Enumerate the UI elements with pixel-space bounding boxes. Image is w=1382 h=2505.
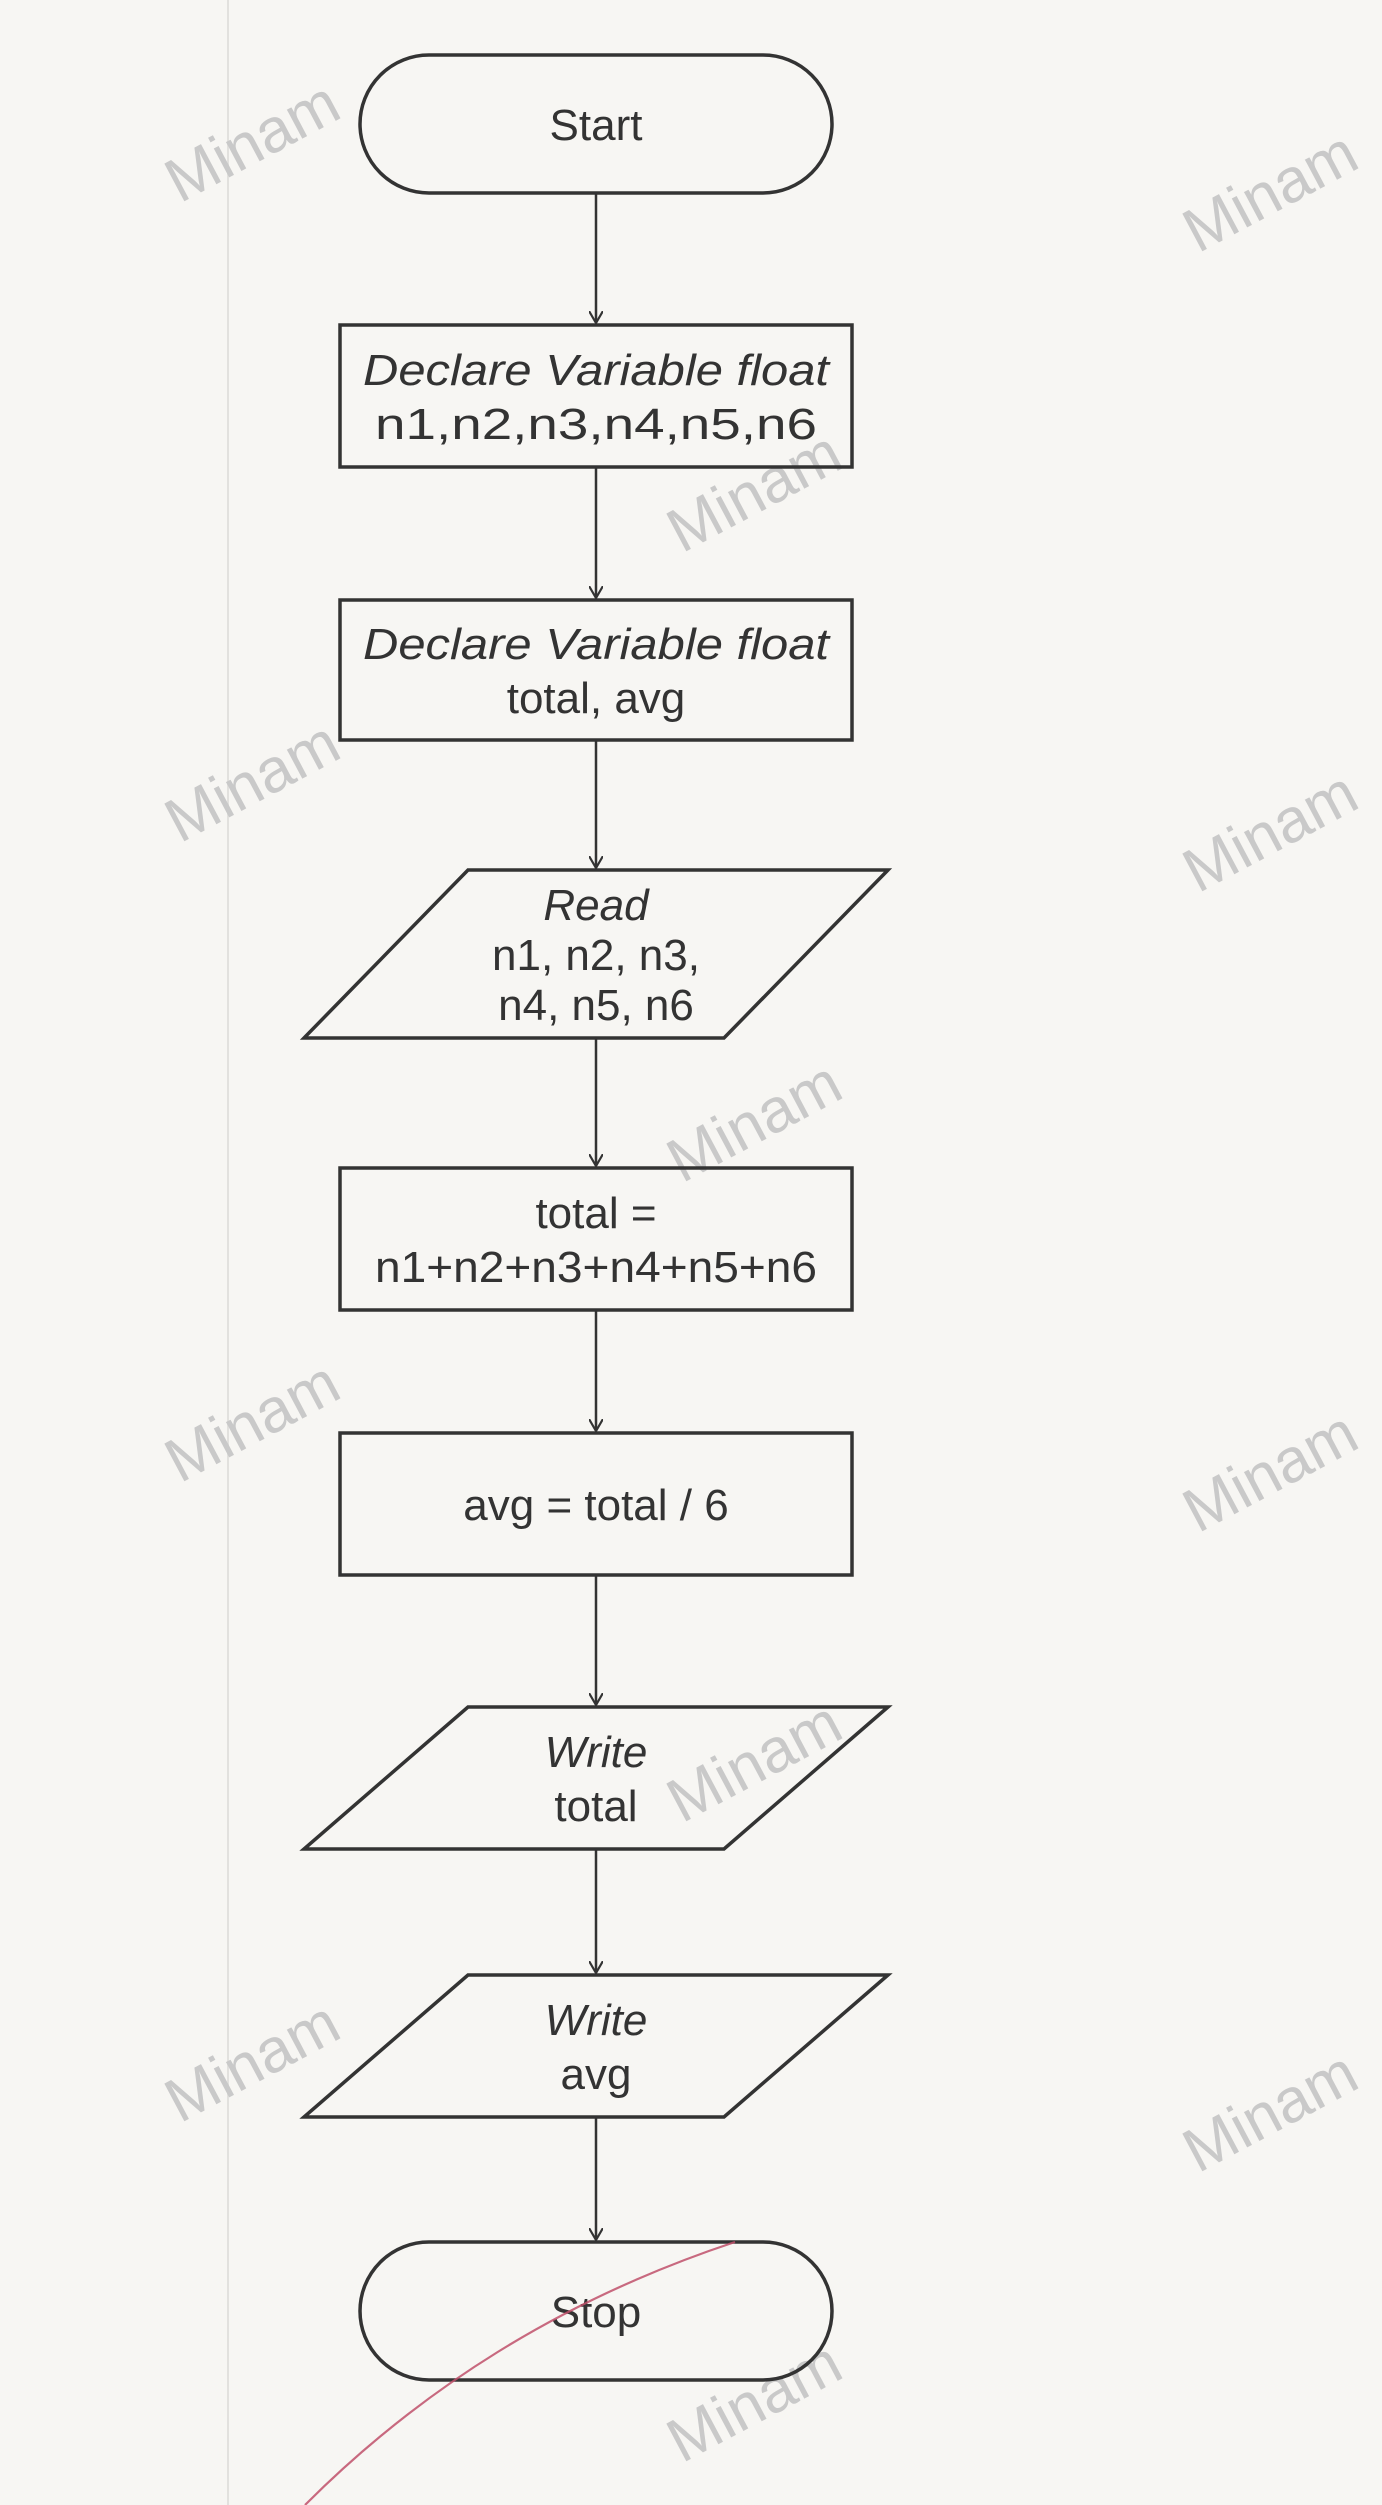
pen-mark [304, 2240, 736, 2505]
node-label: avg [561, 2050, 632, 2099]
node-total: total = n1+n2+n3+n4+n5+n6 [338, 1166, 854, 1312]
watermark-text: Minam [1172, 2038, 1369, 2186]
node-label: total [554, 1782, 637, 1831]
node-label: Write [545, 1996, 648, 2045]
node-declare2: Declare Variable float total, avg [338, 598, 854, 742]
node-label: avg = total / 6 [463, 1481, 728, 1530]
node-label: total, avg [507, 674, 686, 723]
terminal-shape [358, 2240, 834, 2382]
terminal-shape [358, 53, 834, 195]
io-shape [299, 1705, 893, 1851]
io-shape [299, 1973, 893, 2119]
watermark-text: Minam [656, 2328, 853, 2476]
watermark-text: Minam [1172, 758, 1369, 906]
node-label: Start [550, 101, 643, 150]
process-shape [338, 598, 854, 742]
watermark-text: Minam [154, 1348, 351, 1496]
node-label: Declare Variable float [363, 620, 831, 669]
watermark-text: Minam [154, 68, 351, 216]
watermark-text: Minam [154, 1988, 351, 2136]
node-label: Read [543, 881, 650, 930]
process-shape [338, 323, 854, 469]
node-start: Start [358, 53, 834, 195]
node-label: Stop [551, 2288, 642, 2337]
node-label: n4, n5, n6 [498, 981, 694, 1030]
watermark-text: Minam [154, 708, 351, 856]
process-shape [338, 1166, 854, 1312]
node-label: n1+n2+n3+n4+n5+n6 [375, 1243, 817, 1292]
process-shape [338, 1431, 854, 1577]
node-declare1: Declare Variable float n1,n2,n3,n4,n5,n6 [338, 323, 854, 469]
watermark-text: Minam [1172, 118, 1369, 266]
node-label: total = [535, 1189, 656, 1238]
node-write-avg: Write avg [299, 1973, 893, 2119]
node-label: n1, n2, n3, [492, 931, 700, 980]
node-avg: avg = total / 6 [338, 1431, 854, 1577]
node-label: Write [545, 1728, 648, 1777]
node-label: Declare Variable float [363, 346, 831, 395]
node-write-total: Write total [299, 1705, 893, 1851]
io-shape [299, 868, 893, 1040]
node-label: n1,n2,n3,n4,n5,n6 [375, 400, 817, 449]
watermark-text: Minam [1172, 1398, 1369, 1546]
node-stop: Stop [358, 2240, 834, 2382]
watermark-text: Minam [656, 1048, 853, 1196]
